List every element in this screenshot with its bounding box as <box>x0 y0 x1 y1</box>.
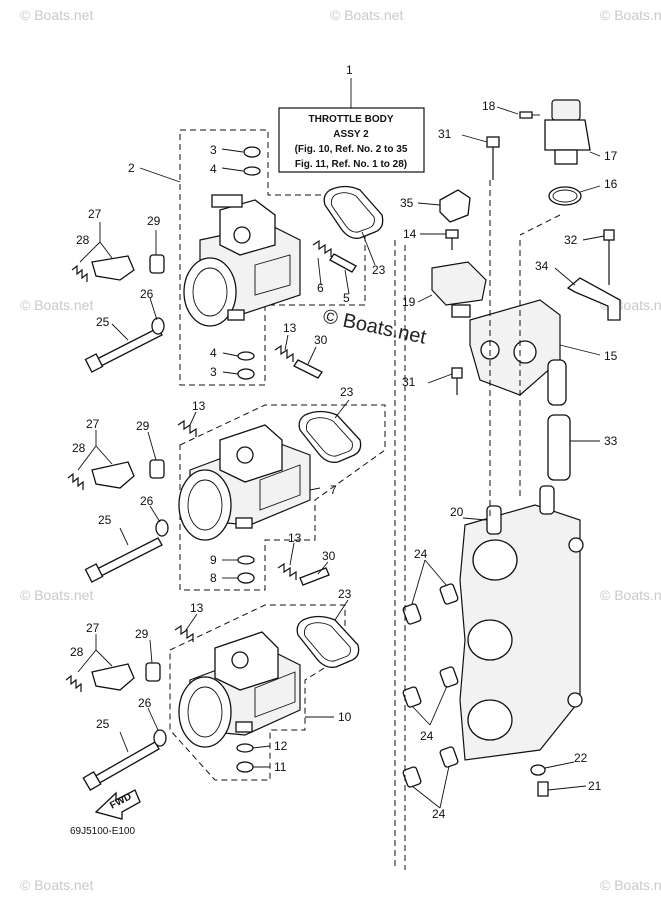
callout: 30 <box>314 333 328 347</box>
callout: 4 <box>210 162 217 176</box>
callout: 4 <box>210 346 217 360</box>
title-line-1: THROTTLE BODY <box>309 114 394 125</box>
callout: 12 <box>274 739 288 753</box>
callout: 31 <box>438 127 452 141</box>
title-line-2: ASSY 2 <box>333 129 369 140</box>
callout: 35 <box>400 196 414 210</box>
watermark: © Boats.net <box>20 297 93 313</box>
callout: 25 <box>96 717 110 731</box>
callout: 27 <box>86 621 100 635</box>
callout: 27 <box>86 417 100 431</box>
callout: 8 <box>210 571 217 585</box>
callout: 29 <box>135 627 149 641</box>
throttle-body-middle <box>67 404 386 591</box>
watermark: © Boats.net <box>330 7 403 23</box>
callout: 10 <box>338 710 352 724</box>
diagram-code: 69J5100-E100 <box>70 826 135 837</box>
callout: 2 <box>128 161 135 175</box>
throttle-body-bottom: FWD <box>65 604 360 820</box>
callout: 24 <box>420 729 434 743</box>
callout: 31 <box>402 375 416 389</box>
callout: 11 <box>274 760 287 774</box>
watermarks: © Boats.net © Boats.net © Boats.net © Bo… <box>20 7 661 893</box>
callout: 18 <box>482 99 496 113</box>
title-line-3: (Fig. 10, Ref. No. 2 to 35 <box>295 144 408 155</box>
callout: 30 <box>322 549 336 563</box>
callout: 23 <box>372 263 386 277</box>
right-assembly <box>394 99 621 870</box>
callout: 25 <box>96 315 110 329</box>
callout: 33 <box>604 434 618 448</box>
callout: 23 <box>340 385 354 399</box>
watermark: © Boats.net <box>600 7 661 23</box>
callout: 26 <box>140 494 154 508</box>
callout: 26 <box>140 287 154 301</box>
callout: 13 <box>288 531 302 545</box>
callout: 17 <box>604 149 618 163</box>
fwd-arrow-icon <box>94 789 141 820</box>
callout: 19 <box>402 295 416 309</box>
callout: 29 <box>136 419 150 433</box>
callout: 9 <box>210 553 217 567</box>
callout: 7 <box>330 483 337 497</box>
callout: 28 <box>72 441 86 455</box>
title-line-4: Fig. 11, Ref. No. 1 to 28) <box>295 159 407 170</box>
watermark: © Boats.net <box>600 587 661 603</box>
watermark: © Boats.net <box>20 877 93 893</box>
callout: 14 <box>403 227 417 241</box>
callout: 21 <box>588 779 602 793</box>
watermark: © Boats.net <box>600 877 661 893</box>
callout: 25 <box>98 513 112 527</box>
callout: 26 <box>138 696 152 710</box>
callout: 3 <box>210 365 217 379</box>
callout: 24 <box>414 547 428 561</box>
callout: 29 <box>147 214 161 228</box>
callout: 27 <box>88 207 102 221</box>
watermark: © Boats.net <box>20 587 93 603</box>
callout: 34 <box>535 259 549 273</box>
callout: 22 <box>574 751 588 765</box>
callout: 3 <box>210 143 217 157</box>
throttle-body-top <box>71 129 384 386</box>
callout: 5 <box>343 291 350 305</box>
callout: 28 <box>70 645 84 659</box>
callout: 6 <box>317 281 324 295</box>
callout: 16 <box>604 177 618 191</box>
watermark: © Boats.net <box>20 7 93 23</box>
callout: 20 <box>450 505 464 519</box>
watermark-center: © Boats.net <box>321 305 429 348</box>
callout: 32 <box>564 233 578 247</box>
title-box: THROTTLE BODY ASSY 2 (Fig. 10, Ref. No. … <box>278 78 425 173</box>
callout: 13 <box>192 399 206 413</box>
callout: 15 <box>604 349 618 363</box>
callout-numbers: 1 2 3 4 5 6 23 27 28 29 26 25 13 30 4 3 … <box>70 63 618 821</box>
callout: 13 <box>283 321 297 335</box>
leader-lines <box>77 106 605 809</box>
callout: 1 <box>346 63 353 77</box>
callout: 23 <box>338 587 352 601</box>
callout: 24 <box>432 807 446 821</box>
callout: 28 <box>76 233 90 247</box>
callout: 13 <box>190 601 204 615</box>
